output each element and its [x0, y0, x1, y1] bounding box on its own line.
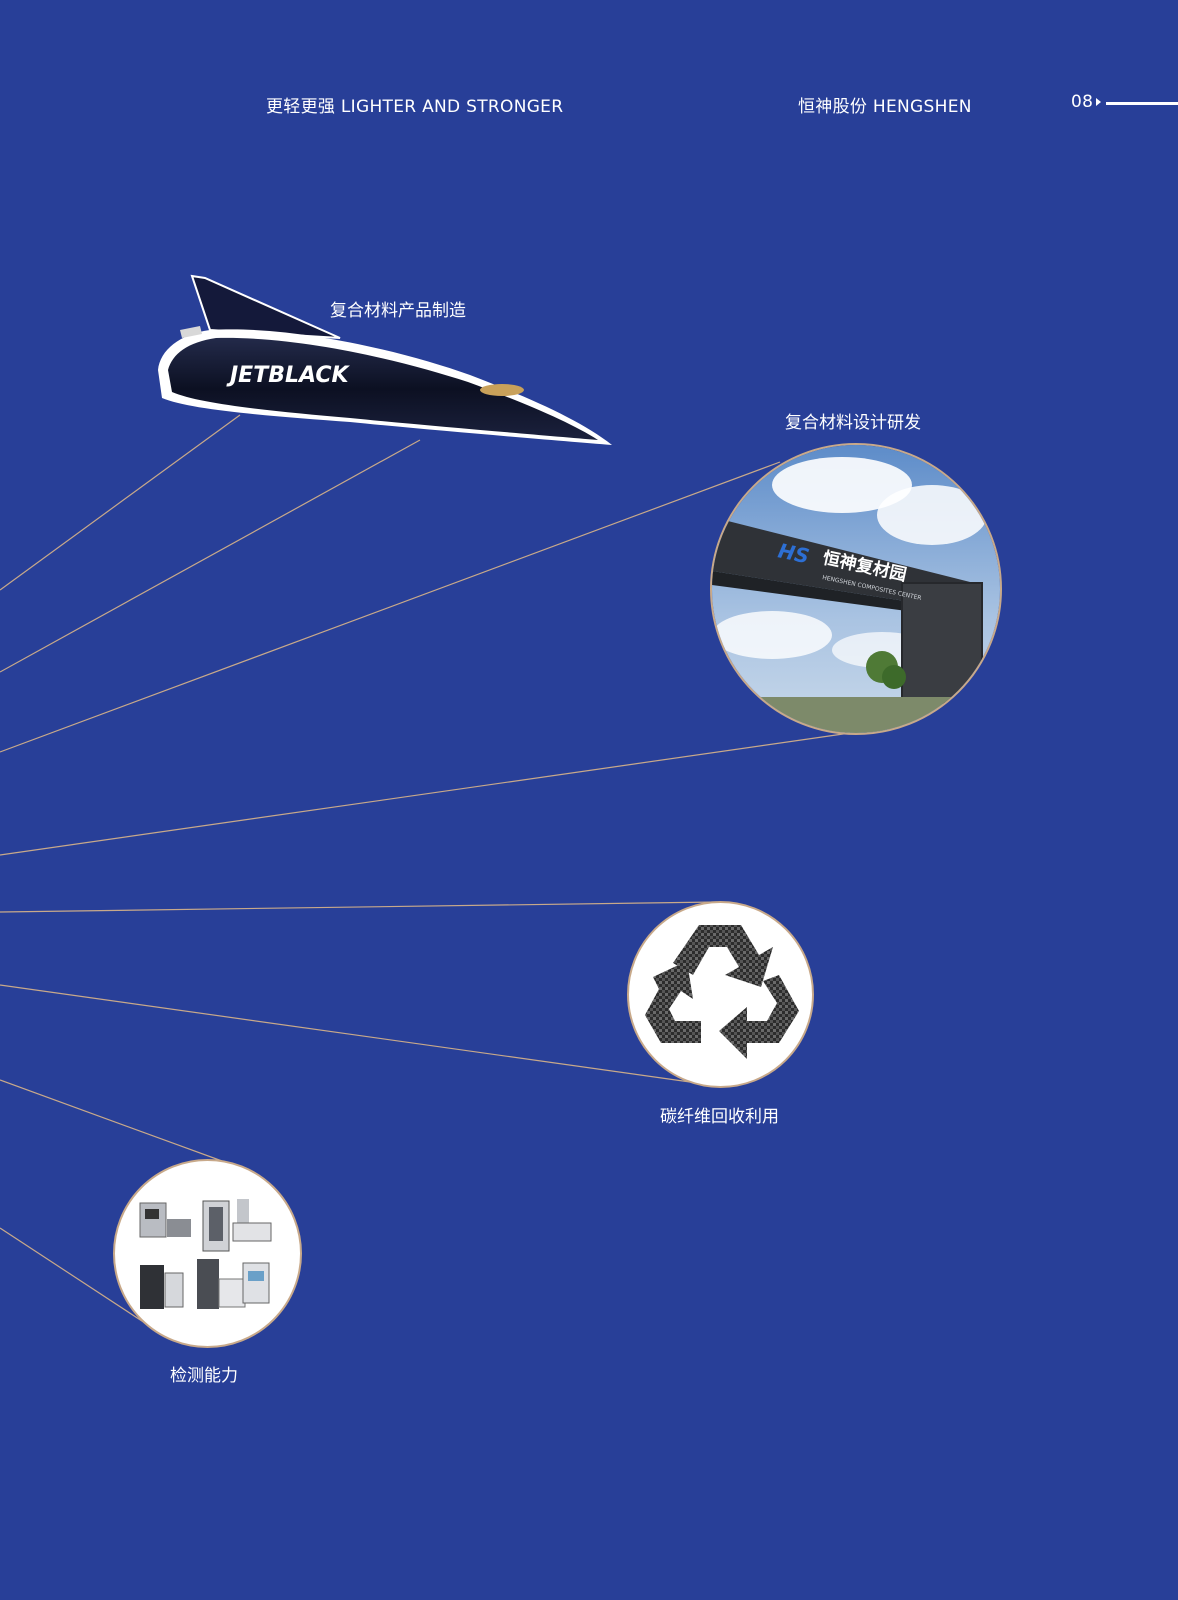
label-recycle: 碳纤维回收利用 [660, 1107, 779, 1127]
header-title-right: 恒神股份 HENGSHEN [798, 97, 972, 117]
recycle-icon [645, 925, 799, 1059]
connector-line [0, 1227, 149, 1326]
connector-line [0, 1079, 223, 1162]
connector-line [0, 414, 241, 591]
header-title-left: 更轻更强 LIGHTER AND STRONGER [266, 97, 564, 117]
rd-photo: HS 恒神复材园 HENGSHEN COMPOSITES CENTER [710, 443, 1002, 735]
label-manufacturing: 复合材料产品制造 [330, 301, 466, 321]
page-indicator-line [1106, 102, 1178, 105]
equipment-icon [139, 1199, 272, 1309]
testing-equipment-image [113, 1159, 302, 1348]
connector-line [0, 901, 718, 913]
recycle-image [627, 901, 814, 1088]
connector-line [0, 984, 691, 1083]
jetblack-product-image: JETBLACK [158, 274, 612, 445]
connector-line [0, 439, 421, 673]
connector-line [0, 732, 851, 856]
label-rd: 复合材料设计研发 [785, 413, 921, 433]
label-testing: 检测能力 [170, 1366, 238, 1386]
page-arrow-icon [1096, 98, 1101, 106]
page-number: 08 [1071, 92, 1094, 112]
jet-logo-text: JETBLACK [226, 363, 351, 388]
connector-line [0, 461, 781, 753]
